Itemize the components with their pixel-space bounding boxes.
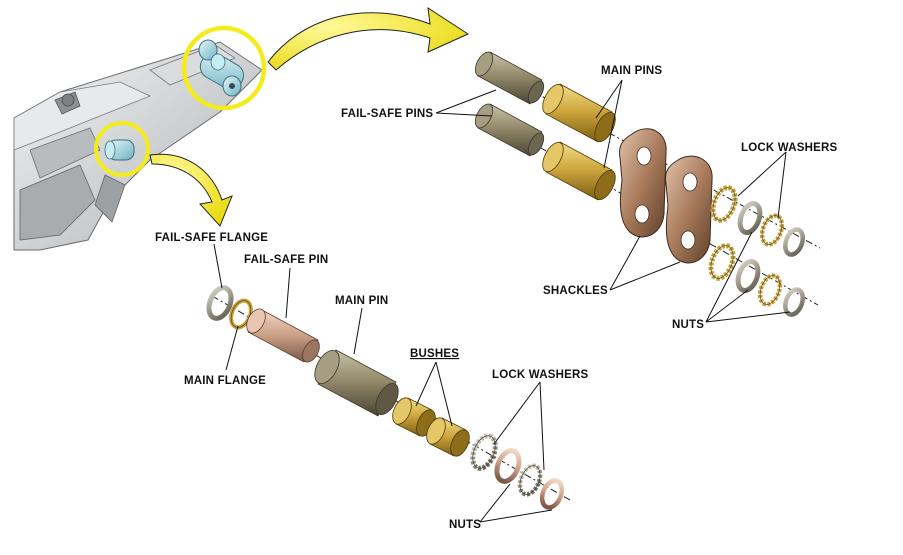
nut-upper-3 <box>735 259 761 293</box>
label-lock-washers-top: LOCK WASHERS <box>741 142 837 154</box>
lower-leader-lines <box>213 243 553 523</box>
lock-washer-lower-1 <box>470 433 498 471</box>
fail-safe-pin-lower <box>246 308 320 363</box>
fail-safe-flange <box>206 285 234 321</box>
label-main-flange: MAIN FLANGE <box>184 375 266 387</box>
bush-1 <box>392 397 436 437</box>
label-shackles: SHACKLES <box>543 285 608 297</box>
shackle-2 <box>665 155 713 264</box>
nut-lower-1 <box>494 448 522 484</box>
fail-safe-pin-upper-2 <box>474 103 545 157</box>
upper-leader-lines <box>435 79 791 323</box>
shackle-1 <box>619 128 667 238</box>
bush-2 <box>426 417 470 457</box>
label-nuts-top: NUTS <box>672 319 704 331</box>
upper-highlight-circle <box>181 25 267 111</box>
lock-washer-upper-3 <box>708 243 736 281</box>
main-pin-upper-1 <box>542 83 616 143</box>
label-bushes: BUSHES <box>410 348 459 360</box>
label-lock-washers-bottom: LOCK WASHERS <box>492 369 588 381</box>
main-pin-lower <box>314 349 399 417</box>
nut-lower-2 <box>539 478 565 510</box>
nut-upper-4 <box>783 287 805 317</box>
label-fail-safe-flange: FAIL-SAFE FLANGE <box>155 232 268 244</box>
nut-upper-2 <box>783 227 805 257</box>
label-main-pin: MAIN PIN <box>335 295 388 307</box>
lock-washer-lower-2 <box>517 463 543 497</box>
nut-upper-1 <box>737 201 763 235</box>
lock-washer-upper-4 <box>757 273 783 307</box>
main-pin-upper-2 <box>542 141 616 201</box>
arrow-to-upper-detail <box>267 6 470 71</box>
fail-safe-pin-upper-1 <box>474 51 545 105</box>
label-main-pins: MAIN PINS <box>601 65 662 77</box>
label-fail-safe-pin: FAIL-SAFE PIN <box>244 254 328 266</box>
wing-structure <box>13 41 263 251</box>
upper-fitting <box>198 39 245 97</box>
lock-washer-upper-1 <box>710 185 738 223</box>
lower-highlight-circle <box>94 121 150 177</box>
arrow-to-lower-detail <box>149 153 233 227</box>
label-fail-safe-pins: FAIL-SAFE PINS <box>341 108 433 120</box>
label-nuts-bottom: NUTS <box>449 519 481 531</box>
lower-fitting <box>104 139 135 161</box>
lock-washer-upper-2 <box>759 213 785 247</box>
